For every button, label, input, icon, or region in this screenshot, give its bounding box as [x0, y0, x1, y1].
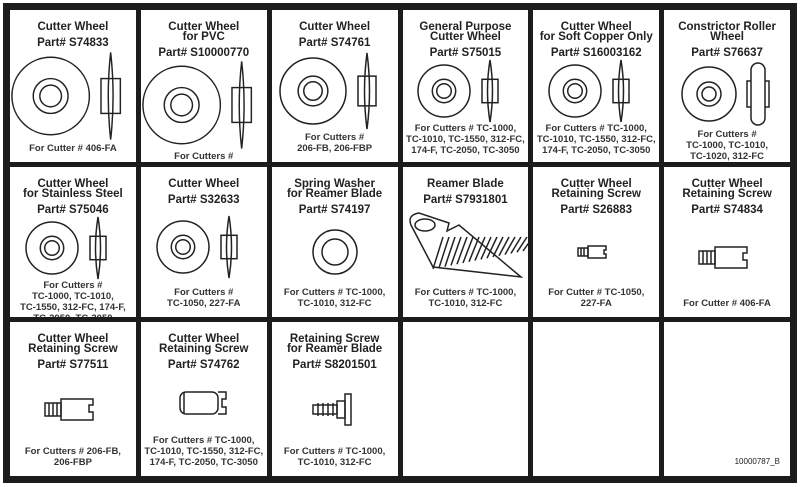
empty-card	[533, 322, 660, 476]
part-name: Cutter Wheel for PVC	[168, 21, 240, 43]
part-number: Part# S75046	[37, 204, 109, 216]
part-card: Cutter Wheel Part# S74761 For Cutters # …	[271, 10, 398, 162]
part-card: Constrictor Roller Wheel Part# S76637 Fo…	[664, 10, 790, 162]
part-card: Cutter Wheel Retaining Screw Part# S7476…	[140, 322, 267, 476]
part-name: Cutter Wheel Retaining Screw	[159, 333, 249, 355]
part-name: Cutter Wheel for Stainless Steel	[23, 178, 123, 200]
compatible-cutters: For Cutters # TC-1000, TC-1010, TC-1550,…	[536, 123, 656, 156]
compatible-cutters: For Cutters # TC-1000, TC-1010, TC-1550,…	[144, 435, 264, 468]
part-number: Part# S76637	[691, 47, 763, 59]
part-number: Part# S7931801	[423, 194, 508, 206]
part-card: Reamer Blade Part# S7931801 For Cutters …	[402, 167, 529, 317]
part-name: Cutter Wheel Retaining Screw	[28, 333, 118, 355]
part-number: Part# S8201501	[292, 359, 377, 371]
cutter-wheel-large-icon	[141, 59, 267, 151]
part-card: Cutter Wheel Retaining Screw Part# S7483…	[664, 167, 790, 317]
part-name: Spring Washer for Reamer Blade	[286, 178, 383, 200]
cutter-wheel-medium-icon	[272, 49, 398, 132]
compatible-cutters: For Cutters # TC-1000, TC-1010, TC-1550,…	[20, 280, 126, 317]
part-name: Retaining Screw for Reamer Blade	[286, 333, 383, 355]
screw-large-icon	[10, 371, 136, 446]
part-number: Part# S32633	[167, 194, 240, 206]
cutter-wheel-small-icon	[10, 216, 136, 280]
part-number: Part# S74197	[298, 204, 371, 216]
part-number: Part# S74834	[691, 204, 763, 216]
roller-wheel-icon	[664, 59, 790, 129]
part-card: Cutter Wheel Retaining Screw Part# S2688…	[533, 167, 660, 317]
part-number: Part# S77511	[37, 359, 109, 371]
cutter-wheel-small-icon	[533, 59, 659, 123]
screw-round-icon	[141, 371, 267, 435]
part-card: Cutter Wheel Part# S74833 For Cutter # 4…	[10, 10, 136, 162]
compatible-cutters: For Cutters # 206-FB, 206-FBP	[174, 151, 234, 162]
part-name: Cutter Wheel for Soft Copper Only	[539, 21, 653, 43]
part-name: Constrictor Roller Wheel	[678, 21, 776, 43]
part-number: Part# S26883	[560, 204, 633, 216]
part-name: General Purpose Cutter Wheel	[419, 21, 512, 43]
compatible-cutters: For Cutters # TC-1000, TC-1010, 312-FC	[283, 446, 386, 468]
cutter-wheel-large-icon	[10, 49, 136, 143]
screw-threaded-icon	[272, 371, 398, 446]
part-card: Cutter Wheel Part# S32633 For Cutters # …	[140, 167, 267, 317]
compatible-cutters: For Cutter # 406-FA	[683, 298, 771, 309]
cutter-wheel-small-icon	[403, 59, 529, 123]
part-card: Spring Washer for Reamer Blade Part# S74…	[271, 167, 398, 317]
washer-icon	[272, 216, 398, 287]
compatible-cutters: For Cutters # TC-1050, 227-FA	[167, 287, 241, 309]
part-card: Cutter Wheel for Soft Copper Only Part# …	[533, 10, 660, 162]
part-number: Part# S75015	[429, 47, 502, 59]
parts-grid: Cutter Wheel Part# S74833 For Cutter # 4…	[3, 3, 797, 483]
part-number: Part# S74833	[37, 37, 109, 49]
part-number: Part# S74761	[298, 37, 371, 49]
part-name: Cutter Wheel	[37, 21, 109, 33]
compatible-cutters: For Cutters # TC-1000, TC-1010, TC-1550,…	[406, 123, 525, 156]
part-number: Part# S16003162	[550, 47, 642, 59]
compatible-cutters: For Cutter # TC-1050, 227-FA	[548, 287, 645, 309]
part-name: Cutter Wheel Retaining Screw	[682, 178, 772, 200]
screw-large-icon	[664, 216, 790, 298]
document-code: 10000787_B	[734, 457, 780, 466]
compatible-cutters: For Cutters # 206-FB, 206-FBP	[24, 446, 121, 468]
empty-card	[402, 322, 529, 476]
compatible-cutters: For Cutters # TC-1000, TC-1010, TC-1020,…	[686, 129, 768, 162]
reamer-blade-icon	[403, 206, 529, 287]
part-card: Retaining Screw for Reamer Blade Part# S…	[271, 322, 398, 476]
compatible-cutters: For Cutters # 206-FB, 206-FBP	[297, 132, 373, 154]
screw-small-icon	[533, 216, 659, 287]
part-number: Part# S74762	[167, 359, 240, 371]
part-name: Cutter Wheel	[299, 21, 371, 33]
part-number: Part# S10000770	[158, 47, 250, 59]
part-card: Cutter Wheel for Stainless Steel Part# S…	[10, 167, 136, 317]
cutter-wheel-small-icon	[141, 206, 267, 287]
compatible-cutters: For Cutters # TC-1000, TC-1010, 312-FC	[283, 287, 386, 309]
empty-card: 10000787_B	[664, 322, 790, 476]
part-card: Cutter Wheel for PVC Part# S10000770 For…	[140, 10, 267, 162]
compatible-cutters: For Cutter # 406-FA	[29, 143, 117, 154]
compatible-cutters: For Cutters # TC-1000, TC-1010, 312-FC	[414, 287, 517, 309]
part-name: Cutter Wheel Retaining Screw	[551, 178, 641, 200]
part-card: Cutter Wheel Retaining Screw Part# S7751…	[10, 322, 136, 476]
part-name: Reamer Blade	[427, 178, 504, 190]
part-name: Cutter Wheel	[168, 178, 240, 190]
part-card: General Purpose Cutter Wheel Part# S7501…	[402, 10, 529, 162]
